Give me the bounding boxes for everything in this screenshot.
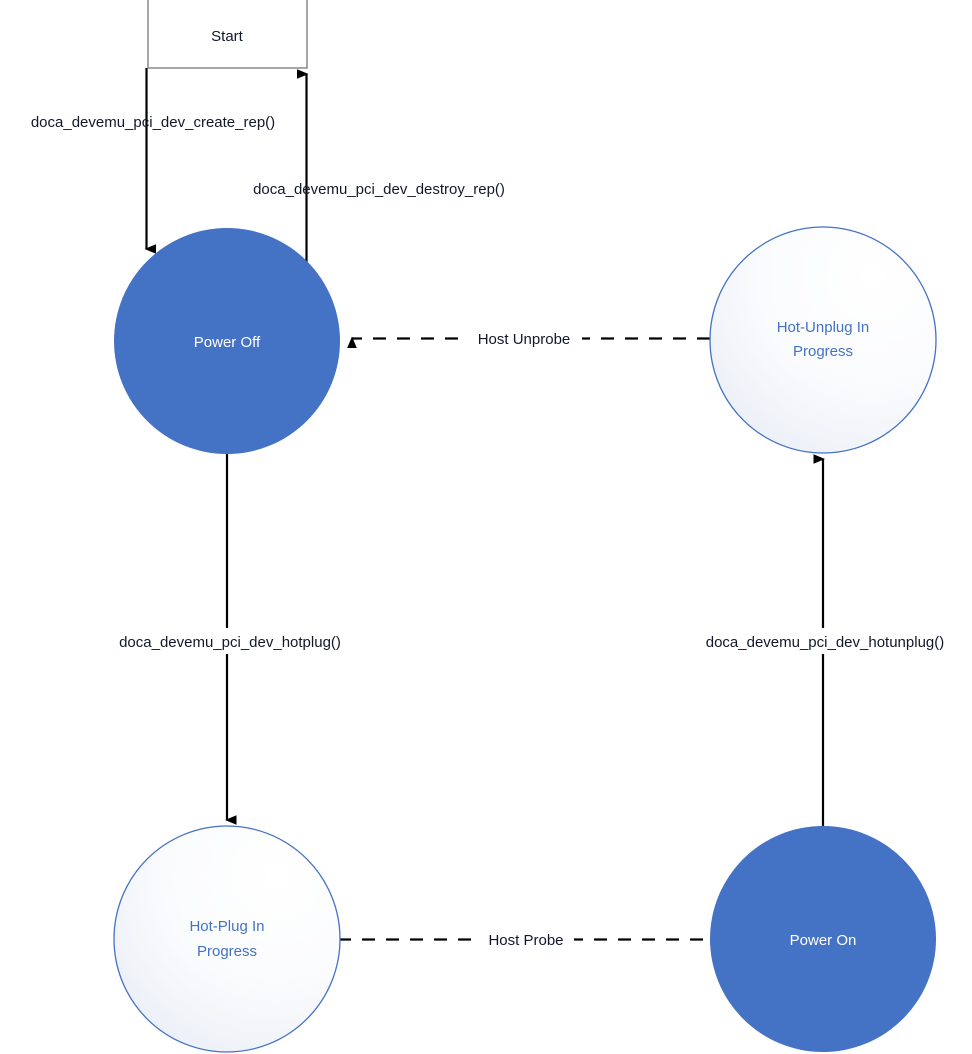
edge-hotunplug: doca_devemu_pci_dev_hotunplug(): [676, 454, 972, 826]
node-hot-plug-in-progress[interactable]: Hot-Plug In Progress: [113, 825, 341, 1053]
node-power-off[interactable]: Power Off: [114, 228, 340, 454]
edge-destroy-rep-label: doca_devemu_pci_dev_destroy_rep(): [253, 181, 505, 198]
edge-hotunplug-label-bg: [676, 628, 972, 654]
edge-host-unprobe-label-bg: [466, 326, 582, 350]
edge-host-probe-label: Host Probe: [488, 932, 563, 949]
node-start-label: Start: [211, 28, 244, 45]
node-power-off-shape[interactable]: [114, 228, 340, 454]
node-hot-plug-in-progress-shape[interactable]: [113, 825, 341, 1053]
edge-host-unprobe-label: Host Unprobe: [478, 331, 571, 348]
edge-host-unprobe: Host Unprobe: [347, 326, 710, 350]
node-hot-unplug-in-progress-label-line1: Hot-Unplug In: [777, 319, 870, 336]
node-power-on-shape[interactable]: [710, 826, 936, 1052]
node-hot-unplug-in-progress-shape[interactable]: [709, 226, 937, 454]
node-power-on[interactable]: Power On: [710, 826, 936, 1052]
edge-create-rep: doca_devemu_pci_dev_create_rep(): [31, 68, 275, 254]
edge-host-probe-label-bg: [478, 927, 574, 951]
edge-hotplug-label-bg: [86, 628, 376, 654]
node-start[interactable]: Start: [147, 0, 308, 69]
edge-hotunplug-label: doca_devemu_pci_dev_hotunplug(): [706, 634, 945, 651]
node-hot-plug-in-progress-label-line2: Progress: [197, 943, 257, 960]
edge-destroy-rep: doca_devemu_pci_dev_destroy_rep(): [253, 69, 505, 272]
node-hot-unplug-in-progress-label-line2: Progress: [793, 343, 853, 360]
edge-hotplug-label: doca_devemu_pci_dev_hotplug(): [119, 634, 341, 651]
node-start-shape[interactable]: [147, 0, 308, 69]
node-power-on-label: Power On: [790, 932, 857, 949]
edge-hotplug: doca_devemu_pci_dev_hotplug(): [86, 454, 376, 825]
edge-create-rep-label: doca_devemu_pci_dev_create_rep(): [31, 114, 275, 131]
edge-host-probe: Host Probe: [338, 927, 721, 951]
node-hot-plug-in-progress-label-line1: Hot-Plug In: [189, 918, 264, 935]
node-power-off-label: Power Off: [194, 334, 261, 351]
node-hot-unplug-in-progress[interactable]: Hot-Unplug In Progress: [709, 226, 937, 454]
